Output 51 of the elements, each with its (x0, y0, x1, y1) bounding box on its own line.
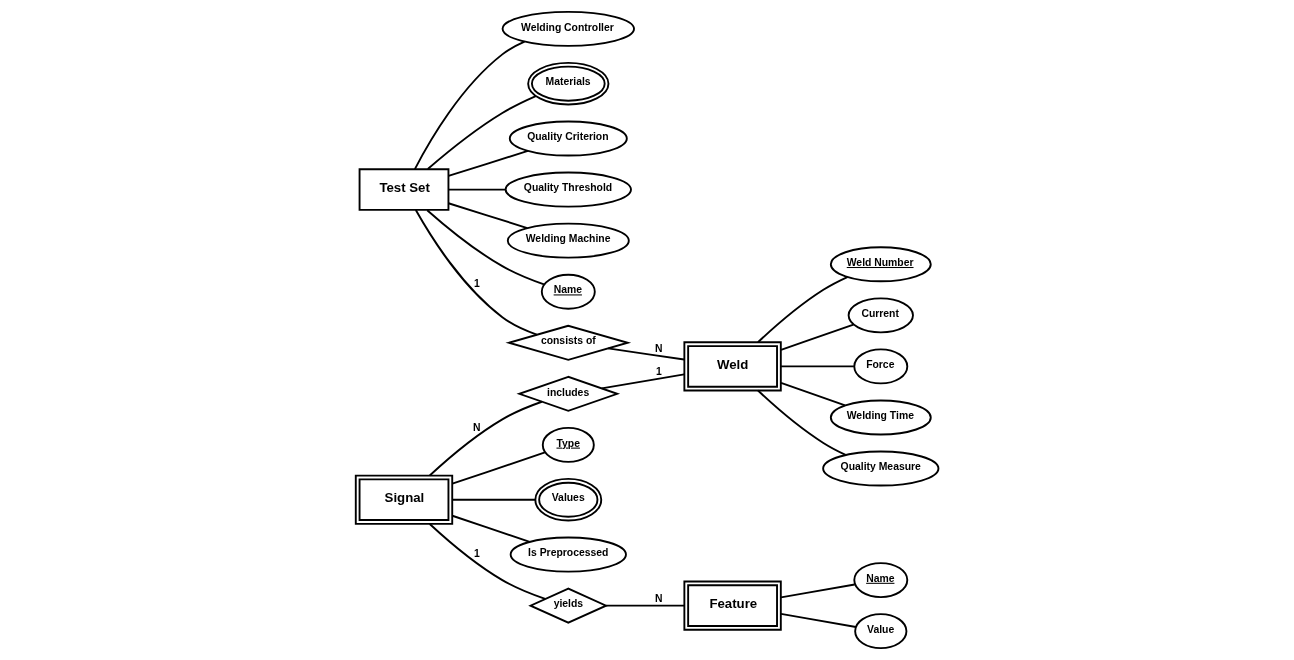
connector (780, 323, 855, 351)
connector (428, 400, 543, 477)
edge-label: N (473, 422, 481, 434)
node-ellipse: Quality Measure (822, 450, 940, 487)
node-ellipse: Welding Controller (501, 10, 635, 47)
node-ellipse: Welding Machine (506, 222, 630, 259)
node-ellipse: Weld Number (829, 246, 932, 283)
node-ellipse: Current (847, 297, 914, 334)
node-diamond: yields (528, 587, 609, 624)
node-ellipse: Name (853, 562, 909, 599)
edge-label: N (655, 343, 663, 355)
connector (428, 523, 547, 600)
connector (413, 40, 526, 171)
edge-label: 1 (656, 365, 662, 377)
connector (780, 583, 856, 599)
node-ellipse: Welding Time (829, 399, 932, 436)
connector (451, 498, 537, 501)
connector (447, 188, 507, 191)
node-ellipse: Value (854, 613, 908, 650)
connector (605, 604, 686, 607)
node-ellipse: Values (534, 477, 603, 522)
edge-label: 1 (473, 548, 480, 560)
node-box: Feature (683, 580, 782, 631)
connector (757, 276, 849, 344)
node-ellipse: Quality Criterion (508, 120, 628, 157)
node-ellipse: Type (541, 426, 595, 463)
connector (780, 365, 855, 368)
node-diamond: includes (516, 375, 621, 412)
node-ellipse: Name (540, 273, 596, 310)
connector (600, 373, 686, 390)
node-box: Signal (354, 474, 454, 525)
edge-label: 1 (473, 277, 480, 289)
node-ellipse: Is Preprocessed (509, 536, 627, 573)
connector (426, 95, 537, 170)
connector (447, 150, 529, 177)
node-ellipse: Quality Threshold (504, 171, 632, 208)
connector (780, 382, 847, 407)
connector (451, 514, 531, 543)
connector (447, 202, 529, 229)
node-ellipse: Materials (527, 61, 610, 106)
node-diamond: consists of (505, 324, 632, 361)
connector (426, 209, 545, 286)
connector (780, 612, 857, 628)
node-box: Weld (683, 341, 782, 392)
connector (607, 347, 685, 361)
node-box: Test Set (358, 168, 450, 211)
edge-label: N (655, 592, 663, 604)
connector (757, 389, 847, 456)
connector (414, 209, 538, 336)
node-ellipse: Force (853, 348, 909, 385)
connector (451, 451, 546, 485)
